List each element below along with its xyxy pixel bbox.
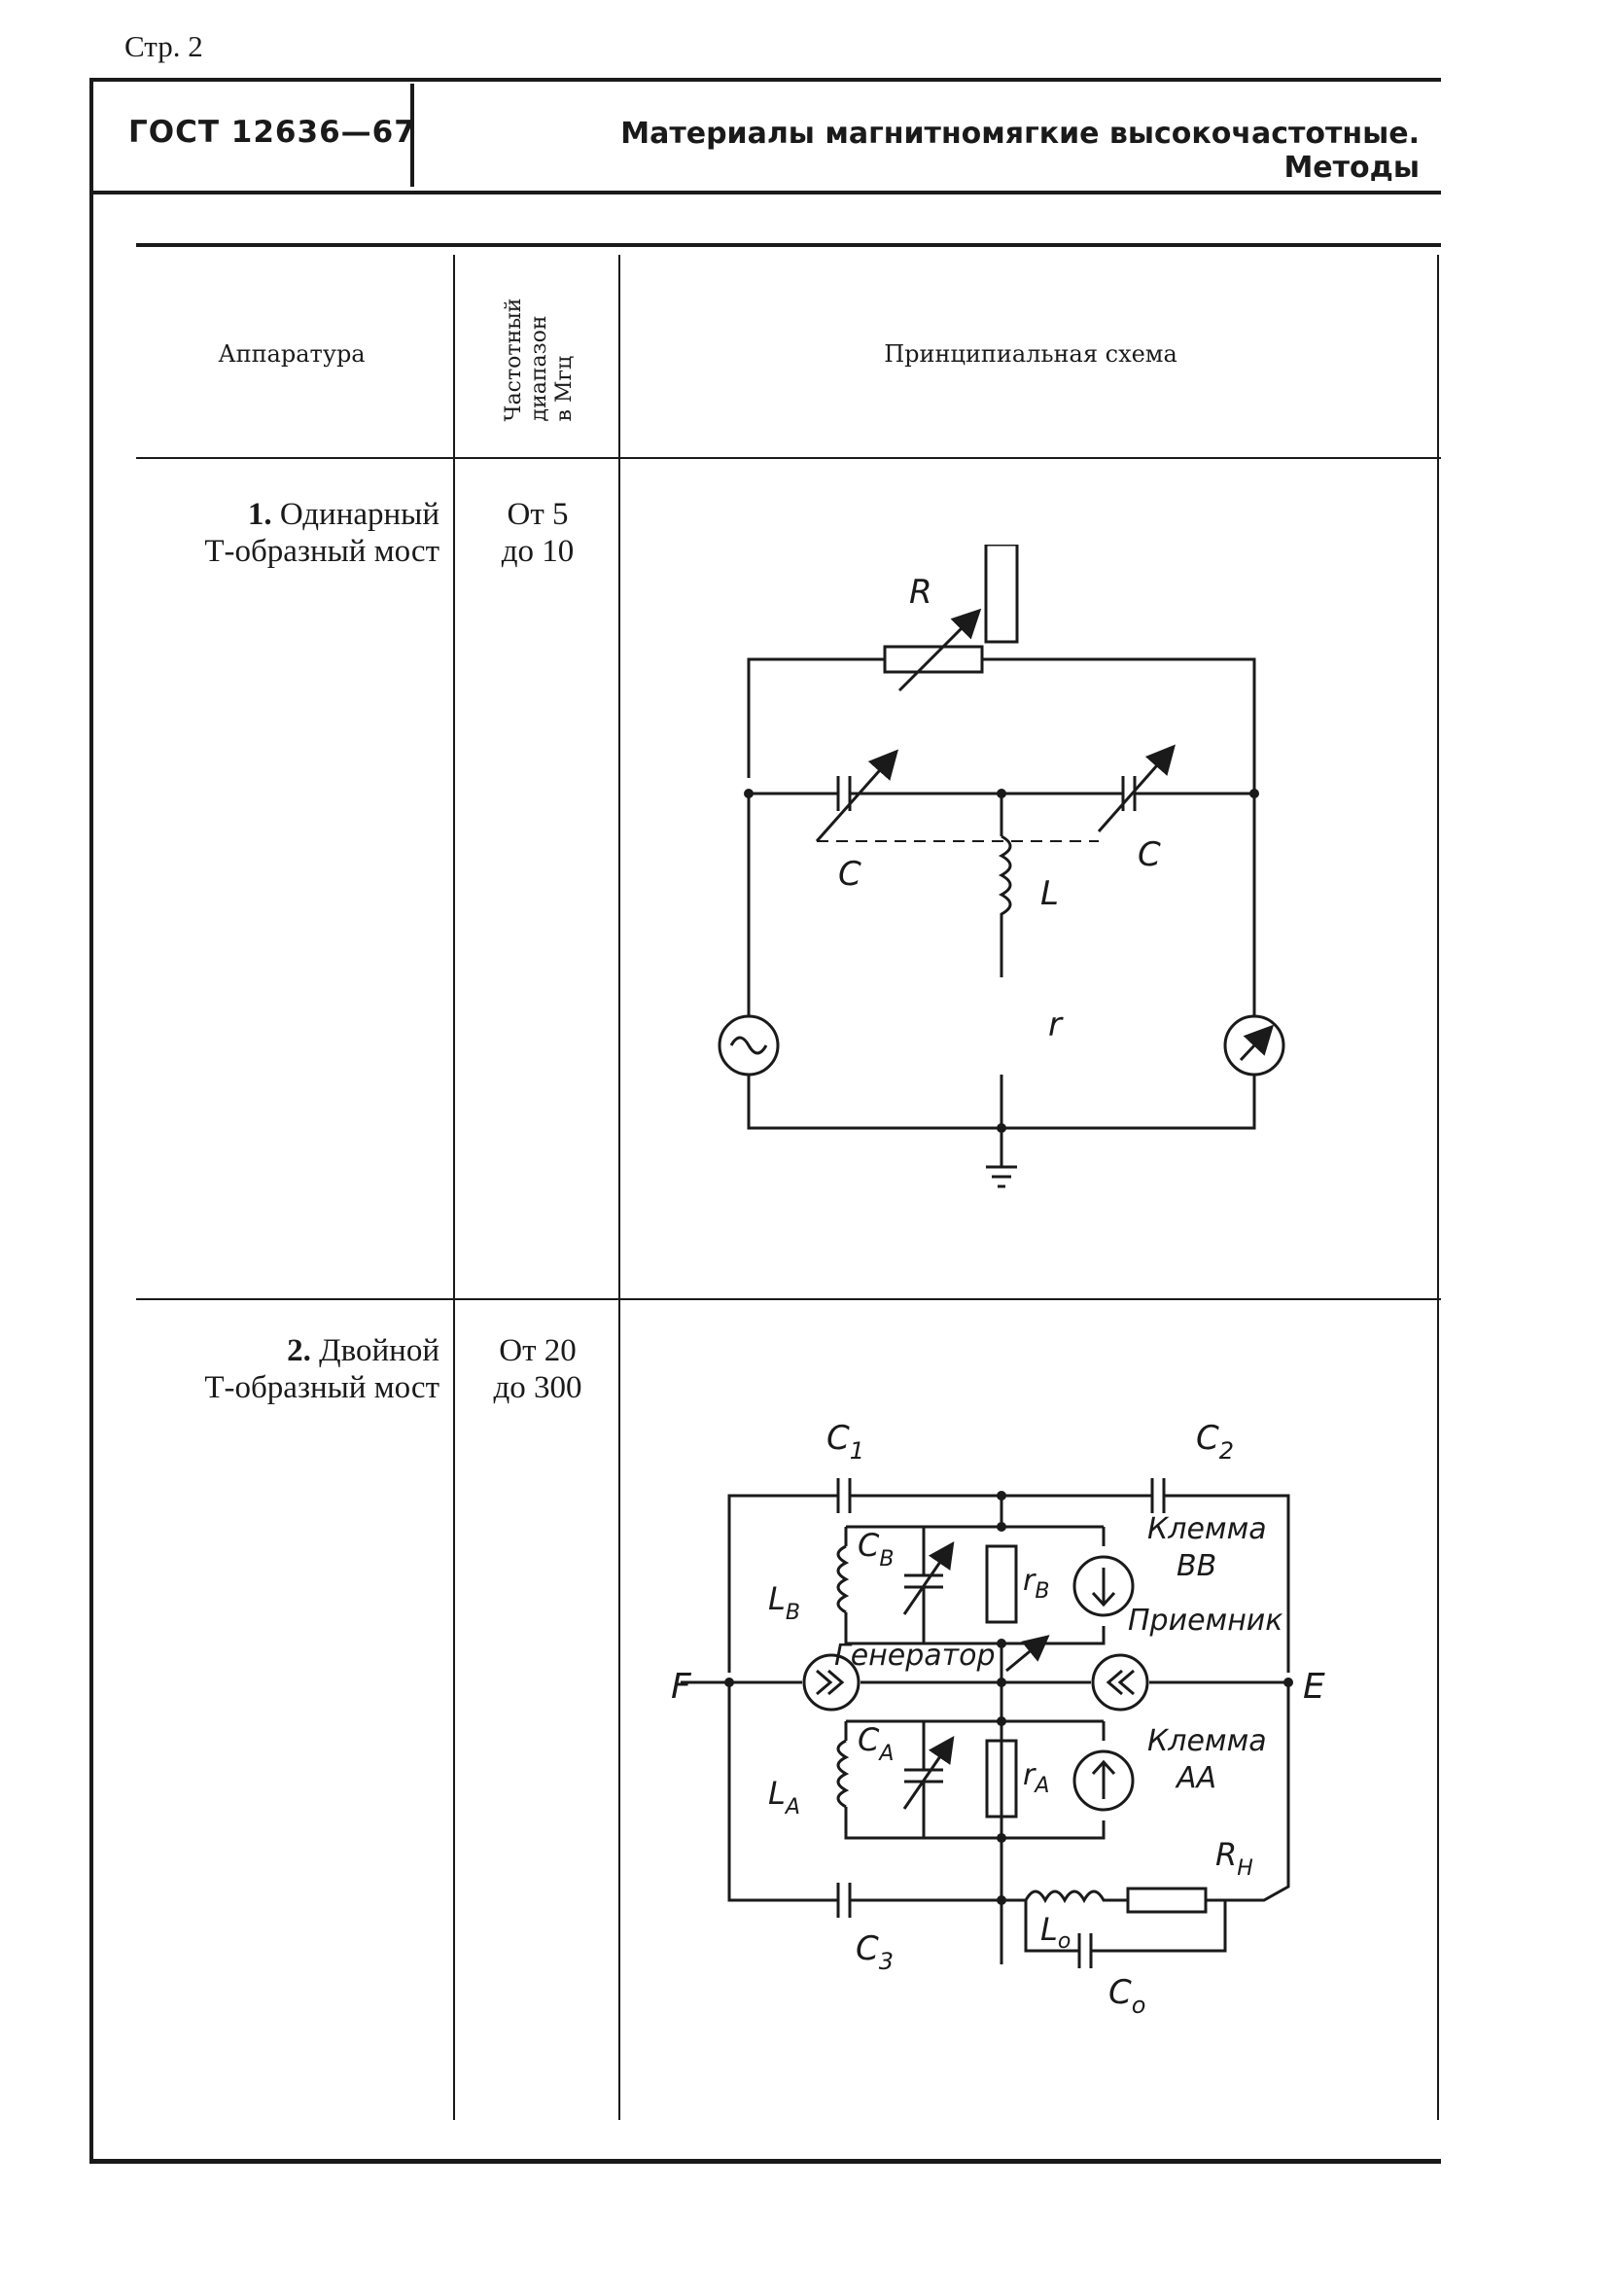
row-divider (136, 1298, 1441, 1300)
label-receiver: Приемник (1128, 1604, 1282, 1638)
inductor-LB (836, 1544, 850, 1614)
gang-link-arrow (1005, 1635, 1050, 1673)
generator-connector-chevron (816, 1669, 845, 1696)
row2-name-line2: Т-образный мост (204, 1370, 439, 1405)
label-CA: CA (858, 1721, 894, 1766)
label-r: r (1048, 1006, 1064, 1044)
column-header-frequency: Частотный диапазон в Мгц (457, 263, 622, 457)
row2-freq-line1: От 20 (499, 1333, 577, 1368)
row2-apparatus: 2. Двойной Т-образный мост (136, 1332, 439, 1406)
diagram-single-t-bridge: R C C L r (718, 545, 1285, 1188)
capacitor-CB-arrow (902, 1541, 955, 1615)
wire-load (1206, 1682, 1290, 1902)
label-C2: C2 (1196, 1419, 1234, 1465)
receiver-connector (1091, 1653, 1149, 1712)
inductor-L0 (1001, 1890, 1128, 1904)
row1-frequency: От 5 до 10 (457, 496, 618, 570)
resistor-R (883, 645, 984, 674)
freq-header-line1: Частотный (502, 298, 526, 422)
header-divider (410, 84, 414, 187)
label-clamp-AA-1: Клемма (1147, 1724, 1267, 1758)
label-R: R (909, 573, 932, 612)
standard-code: ГОСТ 12636—67 (128, 115, 416, 150)
clamp-AA-circle (1072, 1749, 1135, 1812)
header-bottom-rule (89, 191, 1441, 194)
document-title: Материалы магнитномягкие высокочастотные… (620, 117, 1420, 185)
label-LB: LB (768, 1580, 800, 1625)
freq-header-line2: диапазон (527, 315, 551, 422)
label-C1: C1 (826, 1419, 864, 1465)
label-rA: rA (1023, 1758, 1049, 1798)
generator-sine (729, 1036, 768, 1055)
row1-freq-line2: до 10 (501, 534, 575, 569)
capacitor-left-arrow (815, 749, 898, 842)
freq-header-line3: в Мгц (552, 355, 577, 422)
row1-freq-line1: От 5 (507, 497, 569, 532)
label-L0: Lo (1040, 1911, 1071, 1954)
label-CB: CB (858, 1527, 894, 1572)
row2-number: 2. (287, 1333, 311, 1368)
col-divider-2 (618, 255, 620, 2120)
generator-source (718, 1014, 780, 1077)
column-header-apparatus: Аппаратура (218, 340, 366, 368)
indicator-needle (1239, 1024, 1275, 1062)
header-top-rule (89, 78, 1441, 82)
inductor-L (998, 834, 1012, 977)
page-bottom-rule (89, 2159, 1441, 2164)
resistor-R-arrow (897, 608, 982, 692)
receiver-connector-chevron (1106, 1669, 1135, 1696)
row1-name-line2: Т-образный мост (204, 534, 439, 569)
row1-name-line1: Одинарный (279, 497, 439, 532)
row1-apparatus: 1. Одинарный Т-образный мост (136, 496, 439, 570)
generator-connector (802, 1653, 861, 1712)
col-divider-1 (453, 255, 455, 2120)
label-E: E (1303, 1667, 1325, 1707)
resistor-rB (985, 1544, 1018, 1624)
frame-left-border (89, 78, 93, 2159)
indicator-meter (1223, 1014, 1285, 1077)
clamp-AA-arrow (1091, 1759, 1116, 1799)
label-clamp-BB-1: Клемма (1147, 1512, 1267, 1546)
label-clamp-BB-2: ВВ (1177, 1549, 1216, 1583)
label-C-right: C (1138, 835, 1161, 874)
table-right-border (1437, 255, 1439, 2120)
clamp-BB-arrow (1091, 1568, 1116, 1607)
label-rB: rB (1023, 1564, 1049, 1604)
label-generator: Генератор (834, 1639, 996, 1673)
label-C0: Co (1108, 1973, 1145, 2019)
wire-C0-loop (1024, 1900, 1227, 1953)
inductor-LA (836, 1739, 850, 1809)
resistor-r (984, 545, 1019, 644)
capacitor-CA (904, 1721, 943, 1838)
row1-number: 1. (247, 497, 272, 532)
label-RH: RH (1215, 1836, 1253, 1881)
row2-freq-line2: до 300 (493, 1370, 582, 1405)
label-C3: C3 (856, 1929, 894, 1975)
wire-branch-A (844, 1719, 1106, 1840)
capacitor-CA-arrow (902, 1736, 955, 1810)
row2-frequency: От 20 до 300 (457, 1332, 618, 1406)
label-clamp-AA-2: АА (1175, 1761, 1216, 1795)
label-F: F (671, 1667, 692, 1707)
capacitor-right-arrow (1097, 744, 1176, 832)
ground-symbol (986, 1165, 1017, 1188)
page-number: Стр. 2 (124, 29, 203, 63)
capacitor-CB (904, 1527, 943, 1643)
row2-name-line1: Двойной (319, 1333, 439, 1368)
label-C-left: C (838, 855, 861, 894)
table-header-bottom-rule (136, 457, 1441, 459)
diagram-double-t-bridge: C1 C2 LB CB rB Клемма ВВ Приемник Генера… (671, 1419, 1325, 2019)
clamp-BB-circle (1072, 1555, 1135, 1617)
label-LA: LA (768, 1775, 800, 1819)
resistor-rA (985, 1739, 1018, 1819)
label-L: L (1040, 874, 1059, 913)
resistor-RH (1126, 1887, 1208, 1914)
table-top-rule (136, 243, 1441, 247)
column-header-schema: Принципиальная схема (884, 340, 1177, 368)
wire-outer-bottom (727, 1682, 1001, 1902)
wire-top (747, 657, 1256, 790)
